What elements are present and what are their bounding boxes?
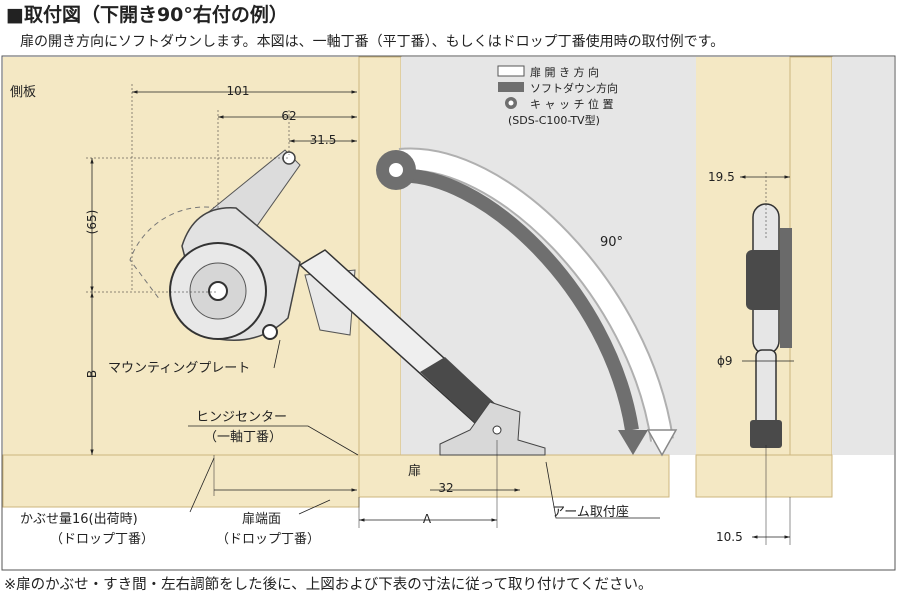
mounting-plate-label: マウンティングプレート xyxy=(108,361,250,376)
side-view-housing xyxy=(746,250,788,310)
legend-open-swatch xyxy=(497,65,525,77)
dim-62-label: 62 xyxy=(281,109,296,123)
diagram-frame xyxy=(1,55,896,571)
legend-softdown-swatch xyxy=(498,82,524,92)
hinge-center-label: ヒンジセンター xyxy=(196,410,287,425)
mounting-plate-leader xyxy=(273,339,281,369)
side-view-plate xyxy=(780,228,792,348)
side-panel-label: 側板 xyxy=(10,85,36,100)
dim-b-label: B xyxy=(85,370,99,378)
arm-mount-screw xyxy=(492,425,502,435)
dim-101-label: 101 xyxy=(227,84,250,98)
right-view-interior xyxy=(832,57,894,455)
open-arrowhead xyxy=(646,429,678,457)
legend-open-label: 扉 開 き 方 向 xyxy=(530,65,599,79)
swing-dashed-arc xyxy=(129,206,219,301)
side-view-mechanism xyxy=(746,203,792,448)
damper-axle xyxy=(208,281,228,301)
door-panel xyxy=(358,454,670,498)
right-view-edge xyxy=(789,56,833,456)
overlay-sub-label: （ドロップ丁番） xyxy=(50,532,154,547)
arm-mount-label: アーム取付座 xyxy=(552,505,629,520)
legend-model-label: (SDS-C100-TV型) xyxy=(508,113,600,127)
open-direction-inner xyxy=(399,149,672,442)
overlay-label: かぶせ量16(出荷時) xyxy=(20,512,138,527)
dimension-lines-right xyxy=(740,172,794,545)
softdown-mechanism xyxy=(169,149,546,456)
dimension-lines-left xyxy=(86,84,520,528)
side-view-base xyxy=(750,420,782,448)
door-edge-sub-label: （ドロップ丁番） xyxy=(216,532,320,547)
hinge-center-sub-label: （一軸丁番） xyxy=(204,430,282,445)
dim-32-label: 32 xyxy=(438,481,453,495)
catch-position-center xyxy=(389,163,403,177)
hinge-center-leader xyxy=(188,425,359,456)
page-subtitle: 扉の開き方向にソフトダウンします。本図は、一軸丁番（平丁番）、もしくはドロップ丁… xyxy=(20,34,725,50)
lower-pivot xyxy=(262,324,278,340)
legend-catch-label: キ ャ ッ チ 位 置 xyxy=(530,97,613,111)
overlay-leader xyxy=(189,457,215,513)
arm-mount-leader xyxy=(545,461,660,519)
softdown-arrowhead xyxy=(618,430,648,455)
legend-catch-inner xyxy=(508,100,514,106)
swing-arrow xyxy=(376,147,678,457)
door-edge-label: 扉端面 xyxy=(242,511,281,527)
right-view-door xyxy=(695,454,833,498)
dim-31-5-label: 31.5 xyxy=(310,133,337,147)
dim-65-label: (65) xyxy=(85,210,99,235)
page-title: ■取付図（下開き90°右付の例） xyxy=(6,4,288,26)
footnote: ※扉のかぶせ・すき間・左右調節をした後に、上図および下表の寸法に従って取り付けて… xyxy=(4,577,653,593)
arm-mount-base xyxy=(439,401,546,456)
dim-phi9-label: ϕ9 xyxy=(717,354,733,368)
softdown-direction-band xyxy=(394,168,639,432)
dim-10-5-label: 10.5 xyxy=(716,530,743,544)
dim-19-5-label: 19.5 xyxy=(708,170,735,184)
door-edge-leader xyxy=(298,499,331,515)
cabinet-bottom xyxy=(2,454,360,508)
door-label: 扉 xyxy=(408,463,421,479)
angle-label: 90° xyxy=(600,235,623,250)
legend: 扉 開 き 方 向 ソフトダウン方向 キ ャ ッ チ 位 置 (SDS-C100… xyxy=(497,65,618,127)
side-panel xyxy=(3,57,359,455)
legend-softdown-label: ソフトダウン方向 xyxy=(530,81,618,95)
side-panel-edge xyxy=(358,56,402,456)
dim-a-label: A xyxy=(423,512,432,526)
